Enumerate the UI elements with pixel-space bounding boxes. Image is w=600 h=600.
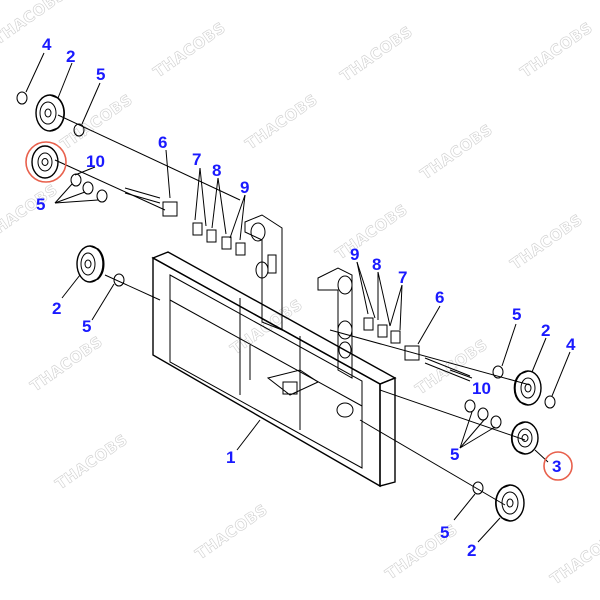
watermark: THACOBS xyxy=(337,22,416,85)
rings-and-washers xyxy=(16,91,556,495)
watermark: THACOBS xyxy=(27,332,106,395)
highlight-markers xyxy=(25,141,573,481)
watermark: THACOBS xyxy=(57,90,136,153)
leader-lines xyxy=(25,52,571,543)
watermark: THACOBS xyxy=(517,18,596,81)
callout-5: 5 xyxy=(512,305,521,324)
watermark: THACOBS xyxy=(192,500,271,563)
callout-10: 10 xyxy=(472,379,491,398)
callout-10: 10 xyxy=(86,152,105,171)
left-upright-bracket xyxy=(244,214,283,331)
callout-labels: 4 2 5 6 7 8 9 10 5 2 5 1 9 8 7 6 5 2 4 1… xyxy=(36,35,576,560)
highlight-roller-circle xyxy=(25,141,67,183)
watermark: THACOBS xyxy=(507,210,586,273)
shim-plates-right xyxy=(363,317,471,382)
highlight-callout-3-circle xyxy=(543,451,573,481)
callout-7: 7 xyxy=(398,268,407,287)
roller-bottom xyxy=(495,484,525,522)
right-upright-bracket xyxy=(317,267,353,379)
callout-1: 1 xyxy=(226,448,235,467)
callout-5: 5 xyxy=(96,65,105,84)
roller-top-left xyxy=(35,94,65,132)
callout-8: 8 xyxy=(372,255,381,274)
roller-right-upper xyxy=(513,370,542,406)
callout-4: 4 xyxy=(566,335,576,354)
callout-5: 5 xyxy=(440,523,449,542)
watermark: THACOBS xyxy=(52,430,131,493)
shim-plates-left xyxy=(124,187,246,256)
callout-8: 8 xyxy=(212,161,221,180)
roller-mid-left xyxy=(76,245,105,283)
callout-5: 5 xyxy=(36,195,45,214)
watermark: THACOBS xyxy=(0,180,61,243)
watermark: THACOBS xyxy=(242,90,321,153)
watermark: THACOBS xyxy=(150,18,229,81)
callout-2: 2 xyxy=(541,321,550,340)
callout-3: 3 xyxy=(552,457,561,476)
main-frame-part-1 xyxy=(151,251,397,488)
callout-5: 5 xyxy=(82,317,91,336)
callout-2: 2 xyxy=(467,541,476,560)
callout-7: 7 xyxy=(192,150,201,169)
roller-right-part-3 xyxy=(510,421,539,455)
callout-5: 5 xyxy=(450,445,459,464)
watermark: THACOBS xyxy=(0,0,69,48)
callout-9: 9 xyxy=(350,245,359,264)
roller-highlighted-left xyxy=(31,145,59,179)
watermark: THACOBS xyxy=(417,120,496,183)
callout-9: 9 xyxy=(240,178,249,197)
callout-4: 4 xyxy=(42,35,52,54)
callout-6: 6 xyxy=(435,288,444,307)
callout-6: 6 xyxy=(158,133,167,152)
watermark: THACOBS xyxy=(547,525,600,588)
callout-2: 2 xyxy=(66,47,75,66)
watermark: THACOBS xyxy=(332,200,411,263)
callout-2: 2 xyxy=(52,299,61,318)
